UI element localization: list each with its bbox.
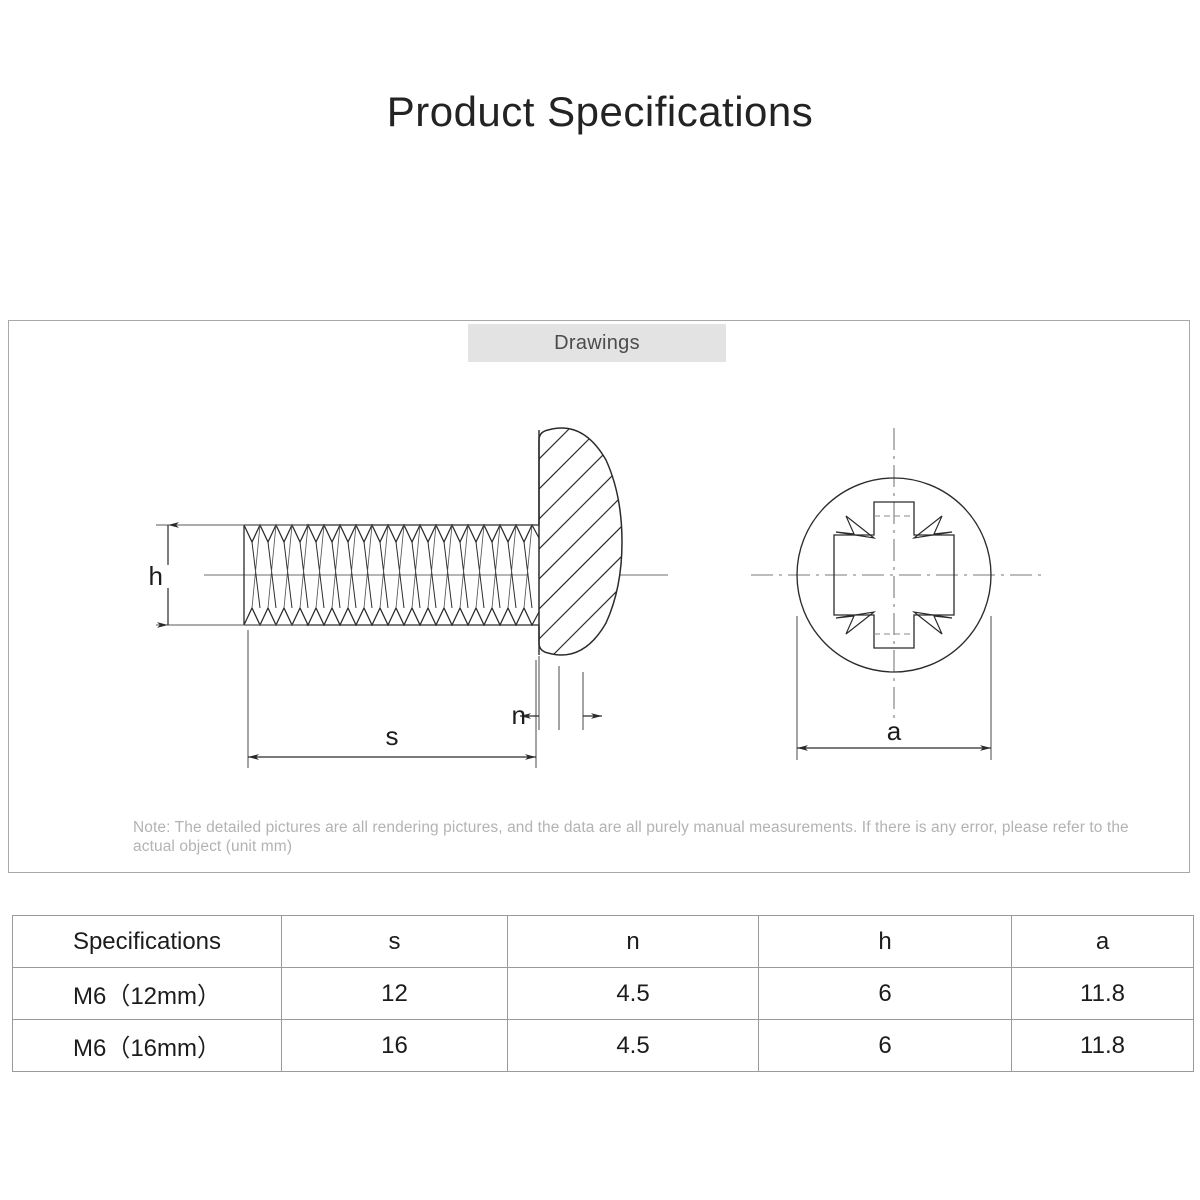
table-header-row: Specifications s n h a [12, 915, 1194, 968]
cell-n: 4.5 [507, 967, 759, 1020]
dimension-label-a: a [887, 716, 902, 746]
cell-spec: M6（16mm） [12, 1019, 282, 1072]
specifications-table: Specifications s n h a M6（12mm） 12 4.5 6… [12, 915, 1194, 1072]
dimension-label-h: h [149, 561, 163, 591]
dimension-label-n: n [512, 700, 526, 730]
header-h: h [758, 915, 1012, 968]
table-row: M6（12mm） 12 4.5 6 11.8 [12, 967, 1194, 1020]
header-a: a [1011, 915, 1194, 968]
cell-spec: M6（12mm） [12, 967, 282, 1020]
table-row: M6（16mm） 16 4.5 6 11.8 [12, 1019, 1194, 1072]
cell-h: 6 [758, 1019, 1012, 1072]
cell-h: 6 [758, 967, 1012, 1020]
header-specifications: Specifications [12, 915, 282, 968]
drawings-tab-label: Drawings [468, 324, 726, 362]
header-n: n [507, 915, 759, 968]
dimension-label-s: s [386, 721, 399, 751]
page-title: Product Specifications [386, 88, 814, 135]
cell-n: 4.5 [507, 1019, 759, 1072]
cell-s: 12 [281, 967, 508, 1020]
cell-s: 16 [281, 1019, 508, 1072]
header-s: s [281, 915, 508, 968]
cell-a: 11.8 [1011, 967, 1194, 1020]
drawing-note: Note: The detailed pictures are all rend… [133, 819, 1129, 855]
cell-a: 11.8 [1011, 1019, 1194, 1072]
technical-drawing: h s n a [149, 427, 1043, 768]
